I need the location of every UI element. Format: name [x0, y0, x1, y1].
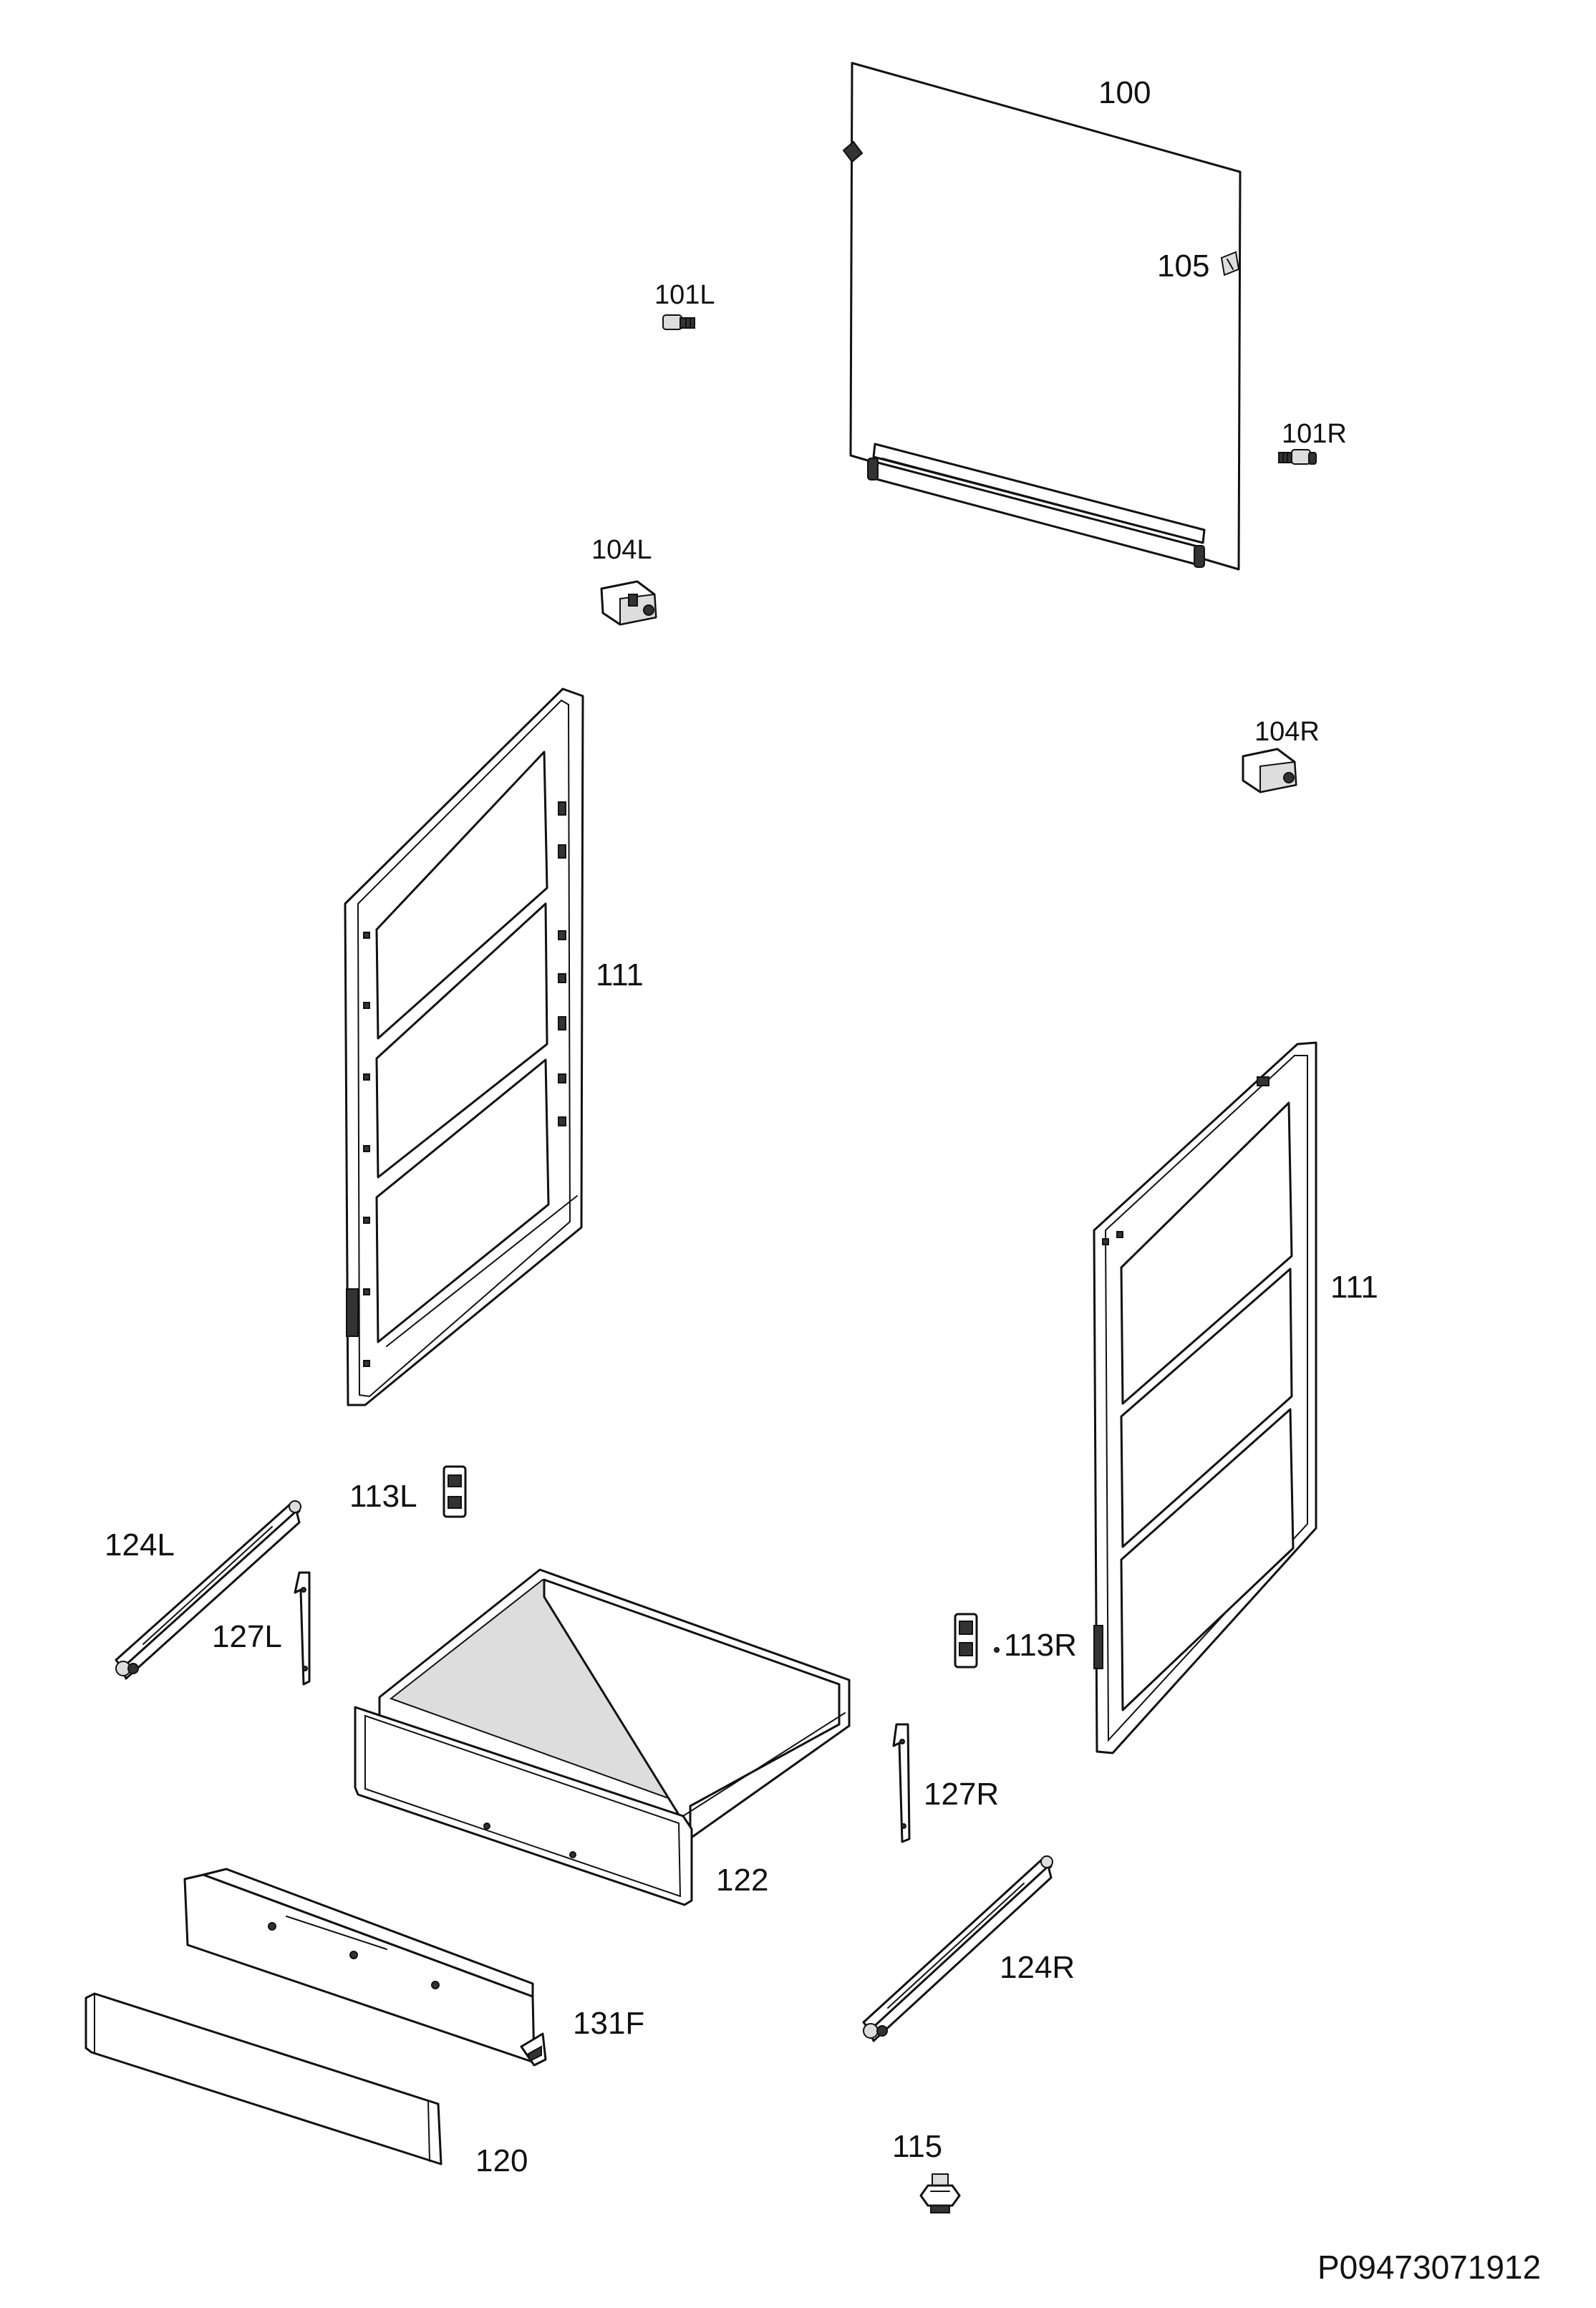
label-120: 120 [475, 2143, 528, 2178]
label-105: 105 [1157, 248, 1209, 284]
part-124L-runner [115, 1500, 301, 1680]
label-101R: 101R [1282, 419, 1347, 449]
part-111-right-side-frame [1093, 1041, 1317, 1754]
part-105-clip [1220, 251, 1240, 276]
label-122: 122 [716, 1863, 768, 1898]
part-104L-bracket [600, 580, 657, 626]
label-127R: 127R [924, 1777, 999, 1812]
part-111-left-side-frame [344, 687, 584, 1406]
part-120-front-panel [84, 1992, 442, 2165]
label-101L: 101L [654, 280, 715, 310]
label-124R: 124R [1000, 1950, 1075, 1985]
part-101R-pin [1278, 449, 1317, 465]
label-104L: 104L [591, 535, 652, 565]
part-115-foot [919, 2173, 961, 2213]
label-127L: 127L [212, 1619, 282, 1654]
diagram-code: P09473071912 [1317, 2249, 1541, 2286]
label-111-right: 111 [1330, 1270, 1378, 1305]
part-101L-pin [662, 314, 695, 330]
part-127R-clip [892, 1723, 911, 1843]
label-113R: 113R [1004, 1628, 1077, 1663]
part-100-back-panel [842, 62, 1242, 571]
part-104R-bracket [1242, 748, 1297, 793]
label-124L: 124L [105, 1527, 175, 1563]
part-122-drawer [354, 1568, 851, 1906]
label-104R: 104R [1254, 717, 1320, 747]
part-127L-clip [294, 1571, 311, 1686]
label-113L: 113L [349, 1479, 417, 1514]
label-100: 100 [1098, 75, 1151, 110]
part-131F-front-bracket [183, 1868, 547, 2067]
label-115: 115 [892, 2129, 942, 2164]
label-131F: 131F [573, 2006, 644, 2041]
part-113L-hinge [442, 1465, 467, 1518]
part-113R-hinge [954, 1613, 1000, 1669]
label-111-left: 111 [596, 957, 644, 993]
part-124R-runner [862, 1855, 1053, 2042]
